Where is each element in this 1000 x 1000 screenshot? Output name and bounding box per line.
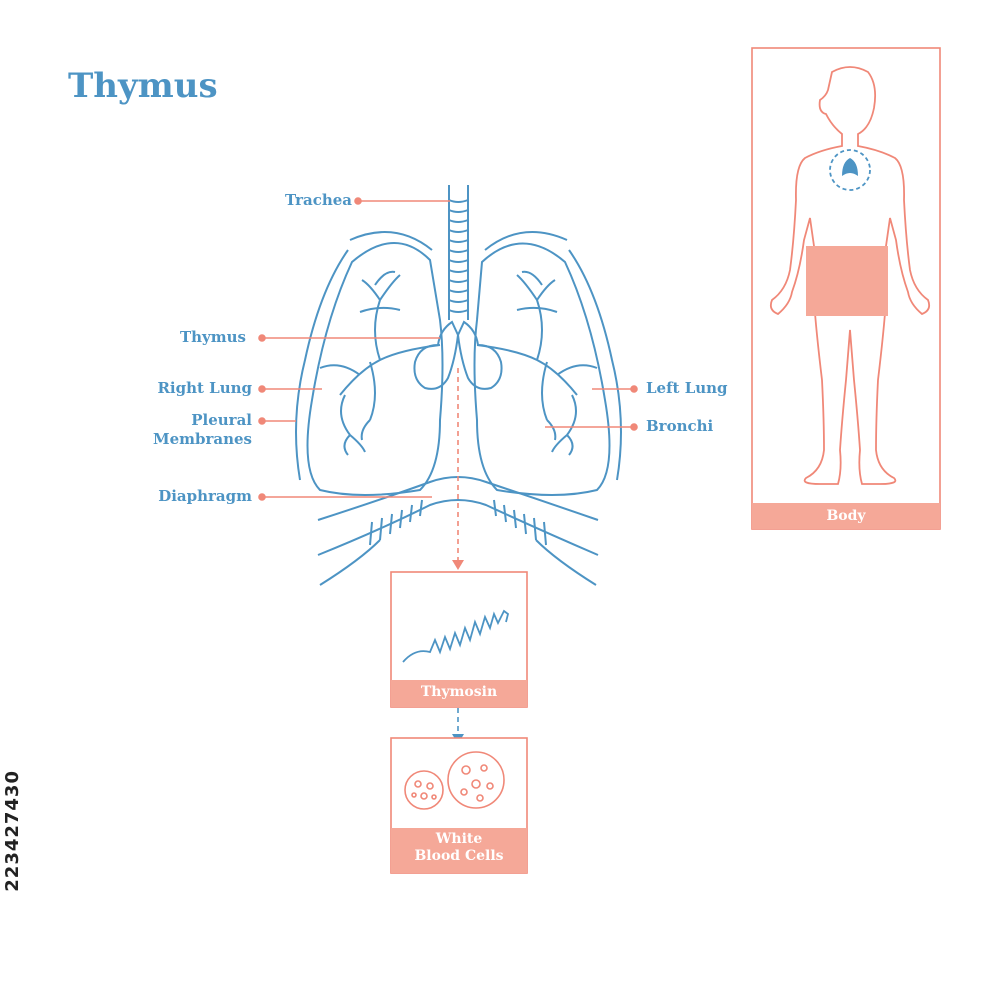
thymosin-box xyxy=(390,571,528,708)
right-lung-outline xyxy=(306,242,444,496)
label-left-lung: Left Lung xyxy=(646,379,728,397)
bronchi-tree-left xyxy=(476,270,598,456)
trachea-shape xyxy=(448,185,469,320)
lungs-illustration xyxy=(295,185,622,586)
thymus-location-indicator xyxy=(829,149,871,191)
body-label: Body xyxy=(826,508,866,524)
thymus-location-icon xyxy=(842,158,858,176)
label-right-lung: Right Lung xyxy=(157,379,252,397)
thymus-gland-shape xyxy=(413,320,503,390)
label-pleural-membranes: Pleural Membranes xyxy=(130,411,252,449)
human-body-figure xyxy=(769,66,931,485)
body-box xyxy=(751,47,941,530)
left-lung-outline xyxy=(473,242,611,496)
label-trachea: Trachea xyxy=(285,191,352,209)
left-pleural-outline xyxy=(484,231,622,481)
pleural-membrane-outline xyxy=(295,231,433,481)
thymosin-molecule-icon xyxy=(402,609,510,663)
thymosin-label: Thymosin xyxy=(420,684,498,700)
white-blood-cells-box xyxy=(390,737,528,874)
label-pleural-line1: Pleural xyxy=(191,411,252,429)
wbc-label-line1: White xyxy=(435,831,483,847)
leader-lines xyxy=(258,197,638,501)
label-bronchi: Bronchi xyxy=(646,417,714,435)
page-title: Thymus xyxy=(68,66,218,106)
blood-cell-icon xyxy=(404,751,505,810)
image-id-text: 223427430 xyxy=(2,770,23,892)
bronchi-tree-right xyxy=(319,270,441,456)
label-pleural-line2: Membranes xyxy=(152,430,252,448)
wbc-label-line2: Blood Cells xyxy=(414,848,504,864)
white-blood-cells-label: White Blood Cells xyxy=(391,831,527,865)
shorts-shape xyxy=(806,246,888,316)
label-thymus: Thymus xyxy=(179,328,246,346)
label-diaphragm: Diaphragm xyxy=(158,487,252,505)
